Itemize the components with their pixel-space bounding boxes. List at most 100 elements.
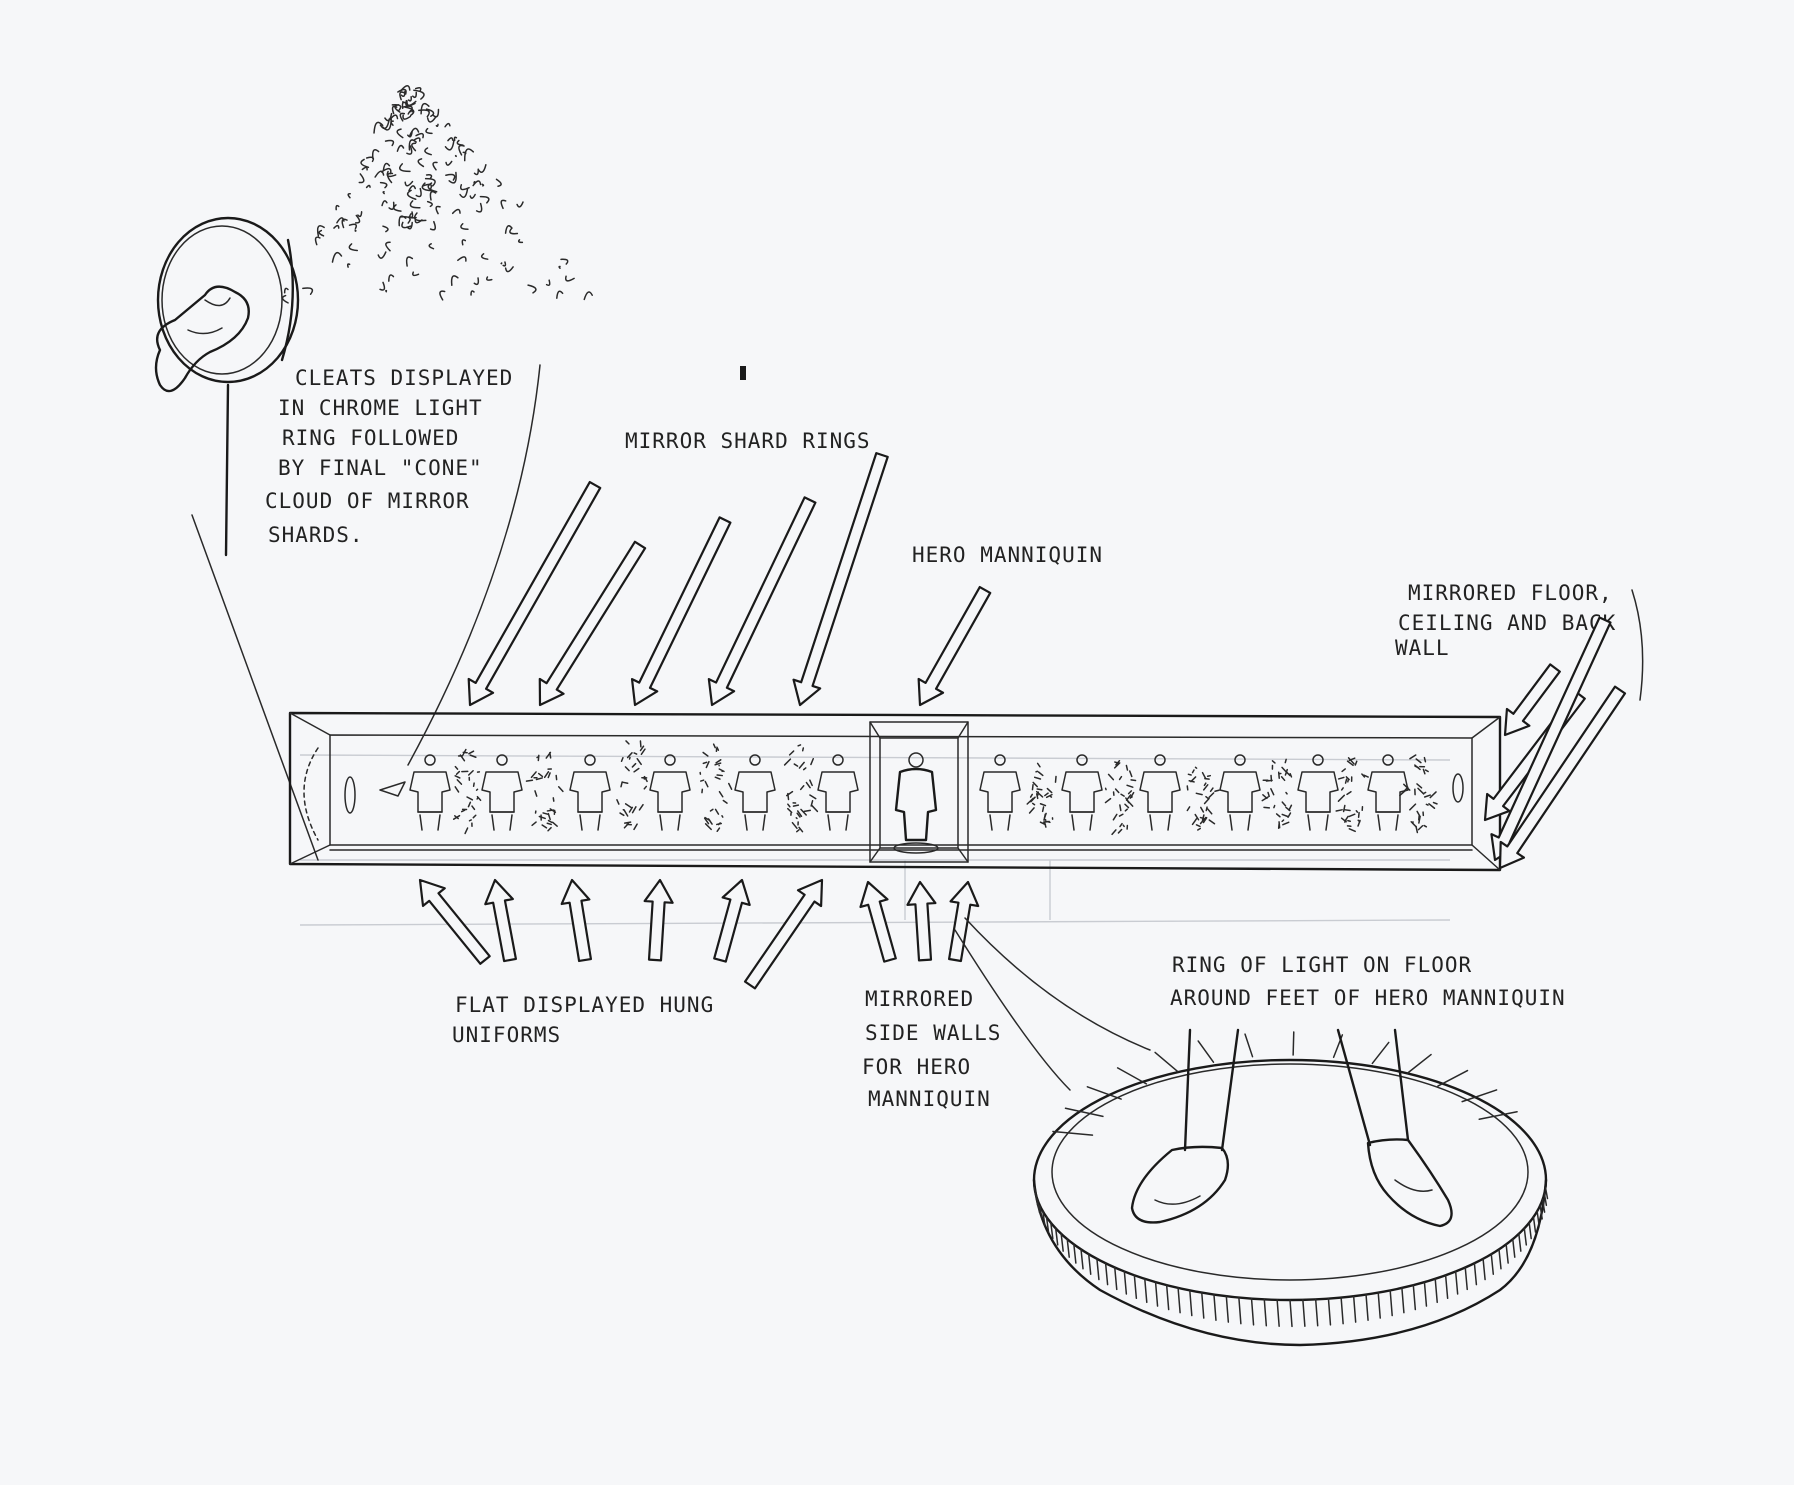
uniform-shirt [817, 771, 859, 813]
mirror-shard [426, 115, 437, 123]
figure-head [424, 754, 436, 766]
hung-uniform [1104, 759, 1137, 836]
mirror-shard [417, 158, 425, 168]
mirror-shard [425, 108, 435, 118]
mirror-shard [414, 87, 422, 92]
hung-uniform [616, 740, 648, 831]
mirror-shard [504, 266, 514, 273]
mirror-shard [435, 205, 441, 215]
figure-head [1154, 754, 1166, 766]
mirror-shard [509, 227, 519, 235]
mirror-shard [454, 154, 457, 158]
label-hero-manniquin: HERO MANNIQUIN [912, 543, 1103, 567]
mirror-shard [386, 170, 397, 178]
mirror-shard [477, 164, 487, 173]
mirror-shard [374, 170, 385, 178]
flat-uniform-arrow [484, 878, 517, 963]
mirror-shard [396, 128, 404, 139]
mirror-shard [481, 183, 485, 187]
mirror-shard [382, 162, 391, 172]
flat-uniform-arrow [560, 878, 593, 963]
mirror-shard [516, 201, 524, 208]
figure-head [496, 754, 508, 766]
mirror-shard [418, 109, 430, 118]
mirror-shard [331, 251, 343, 263]
mirror-shard [486, 276, 493, 281]
uniform-shirt [569, 771, 611, 813]
label-flat-displayed-uniforms: FLAT DISPLAYED HUNG UNIFORMS [452, 993, 728, 1047]
mirror-shard [401, 221, 412, 229]
uniform-pants [987, 811, 1013, 831]
mirror-shard-ring-arrow [792, 452, 889, 707]
mirrored-floor-arrow [1503, 663, 1561, 737]
side-wall-arrow [947, 880, 980, 963]
uniform-figures [409, 740, 1438, 836]
mirror-shard [429, 190, 437, 201]
figure-head [1234, 754, 1246, 766]
mirror-shard [444, 122, 451, 128]
hero-manniquin-arrow [917, 585, 992, 707]
mirror-shard [379, 281, 386, 291]
uniform-pants [417, 811, 443, 831]
leader-lines [191, 364, 1644, 861]
mirrored-floor-arrow [1498, 685, 1627, 870]
label-mirror-shard-rings: MIRROR SHARD RINGS [625, 429, 871, 453]
uniform-shirt [734, 771, 776, 813]
mirror-shard [399, 91, 406, 101]
uniform-shirt [481, 771, 523, 813]
mirror-shard [517, 239, 524, 244]
mirror-shard [357, 211, 363, 218]
mirror-shard [425, 127, 433, 135]
mirror-shard [377, 251, 387, 259]
mirror-shard [406, 145, 413, 155]
mirror-shard [424, 177, 436, 187]
mirror-shard-ring-arrow [630, 516, 732, 707]
mirror-shard [447, 137, 454, 142]
mirror-shard [390, 120, 394, 126]
hero-manniquin-figure [893, 752, 939, 854]
hung-uniform [1186, 766, 1220, 831]
mirror-shard [421, 182, 433, 192]
mirror-shard [428, 243, 435, 250]
figure-head [749, 754, 761, 766]
hung-uniform [525, 751, 564, 832]
label-cleats: CLEATS DISPLAYED IN CHROME LIGHT RING FO… [265, 366, 527, 547]
ring-of-light-detail [1032, 1028, 1549, 1347]
figure-head [994, 754, 1006, 766]
mirror-shard [415, 187, 422, 198]
uniform-shirt [649, 771, 691, 813]
mirror-shard [448, 171, 457, 184]
mirror-shard [408, 211, 414, 219]
mirror-shard [556, 290, 564, 299]
mirror-shard [341, 218, 348, 229]
uniform-pants [1069, 811, 1095, 831]
mirror-shard [396, 144, 405, 152]
uniform-pants [742, 811, 768, 831]
mirror-shard [412, 271, 420, 277]
mirror-shard [424, 147, 433, 156]
uniform-pants [657, 811, 683, 831]
mirror-shard [463, 148, 475, 162]
uniform-shirt [1219, 771, 1261, 813]
mirror-shard [473, 168, 479, 176]
mirror-shard [502, 261, 507, 267]
uniform-shirt [1061, 771, 1103, 813]
mirror-shard [389, 114, 399, 121]
mirror-shard [348, 223, 358, 230]
mirror-shard [404, 180, 414, 187]
mirror-shard [583, 291, 593, 301]
mirror-shard [411, 142, 417, 152]
mirror-shard [545, 279, 551, 287]
hung-uniform [783, 744, 819, 833]
figure-head [1312, 754, 1324, 766]
mirror-shard [495, 178, 502, 188]
pointer-arrows [418, 452, 1627, 990]
mirror-shard [412, 91, 417, 99]
mirror-shard [432, 161, 438, 171]
mirror-shard [402, 114, 412, 120]
mirror-shard [408, 139, 417, 151]
mirror-shard [425, 174, 433, 179]
mirror-shard [391, 103, 402, 112]
mirror-shard [458, 144, 465, 156]
mirror-shard [365, 184, 371, 189]
